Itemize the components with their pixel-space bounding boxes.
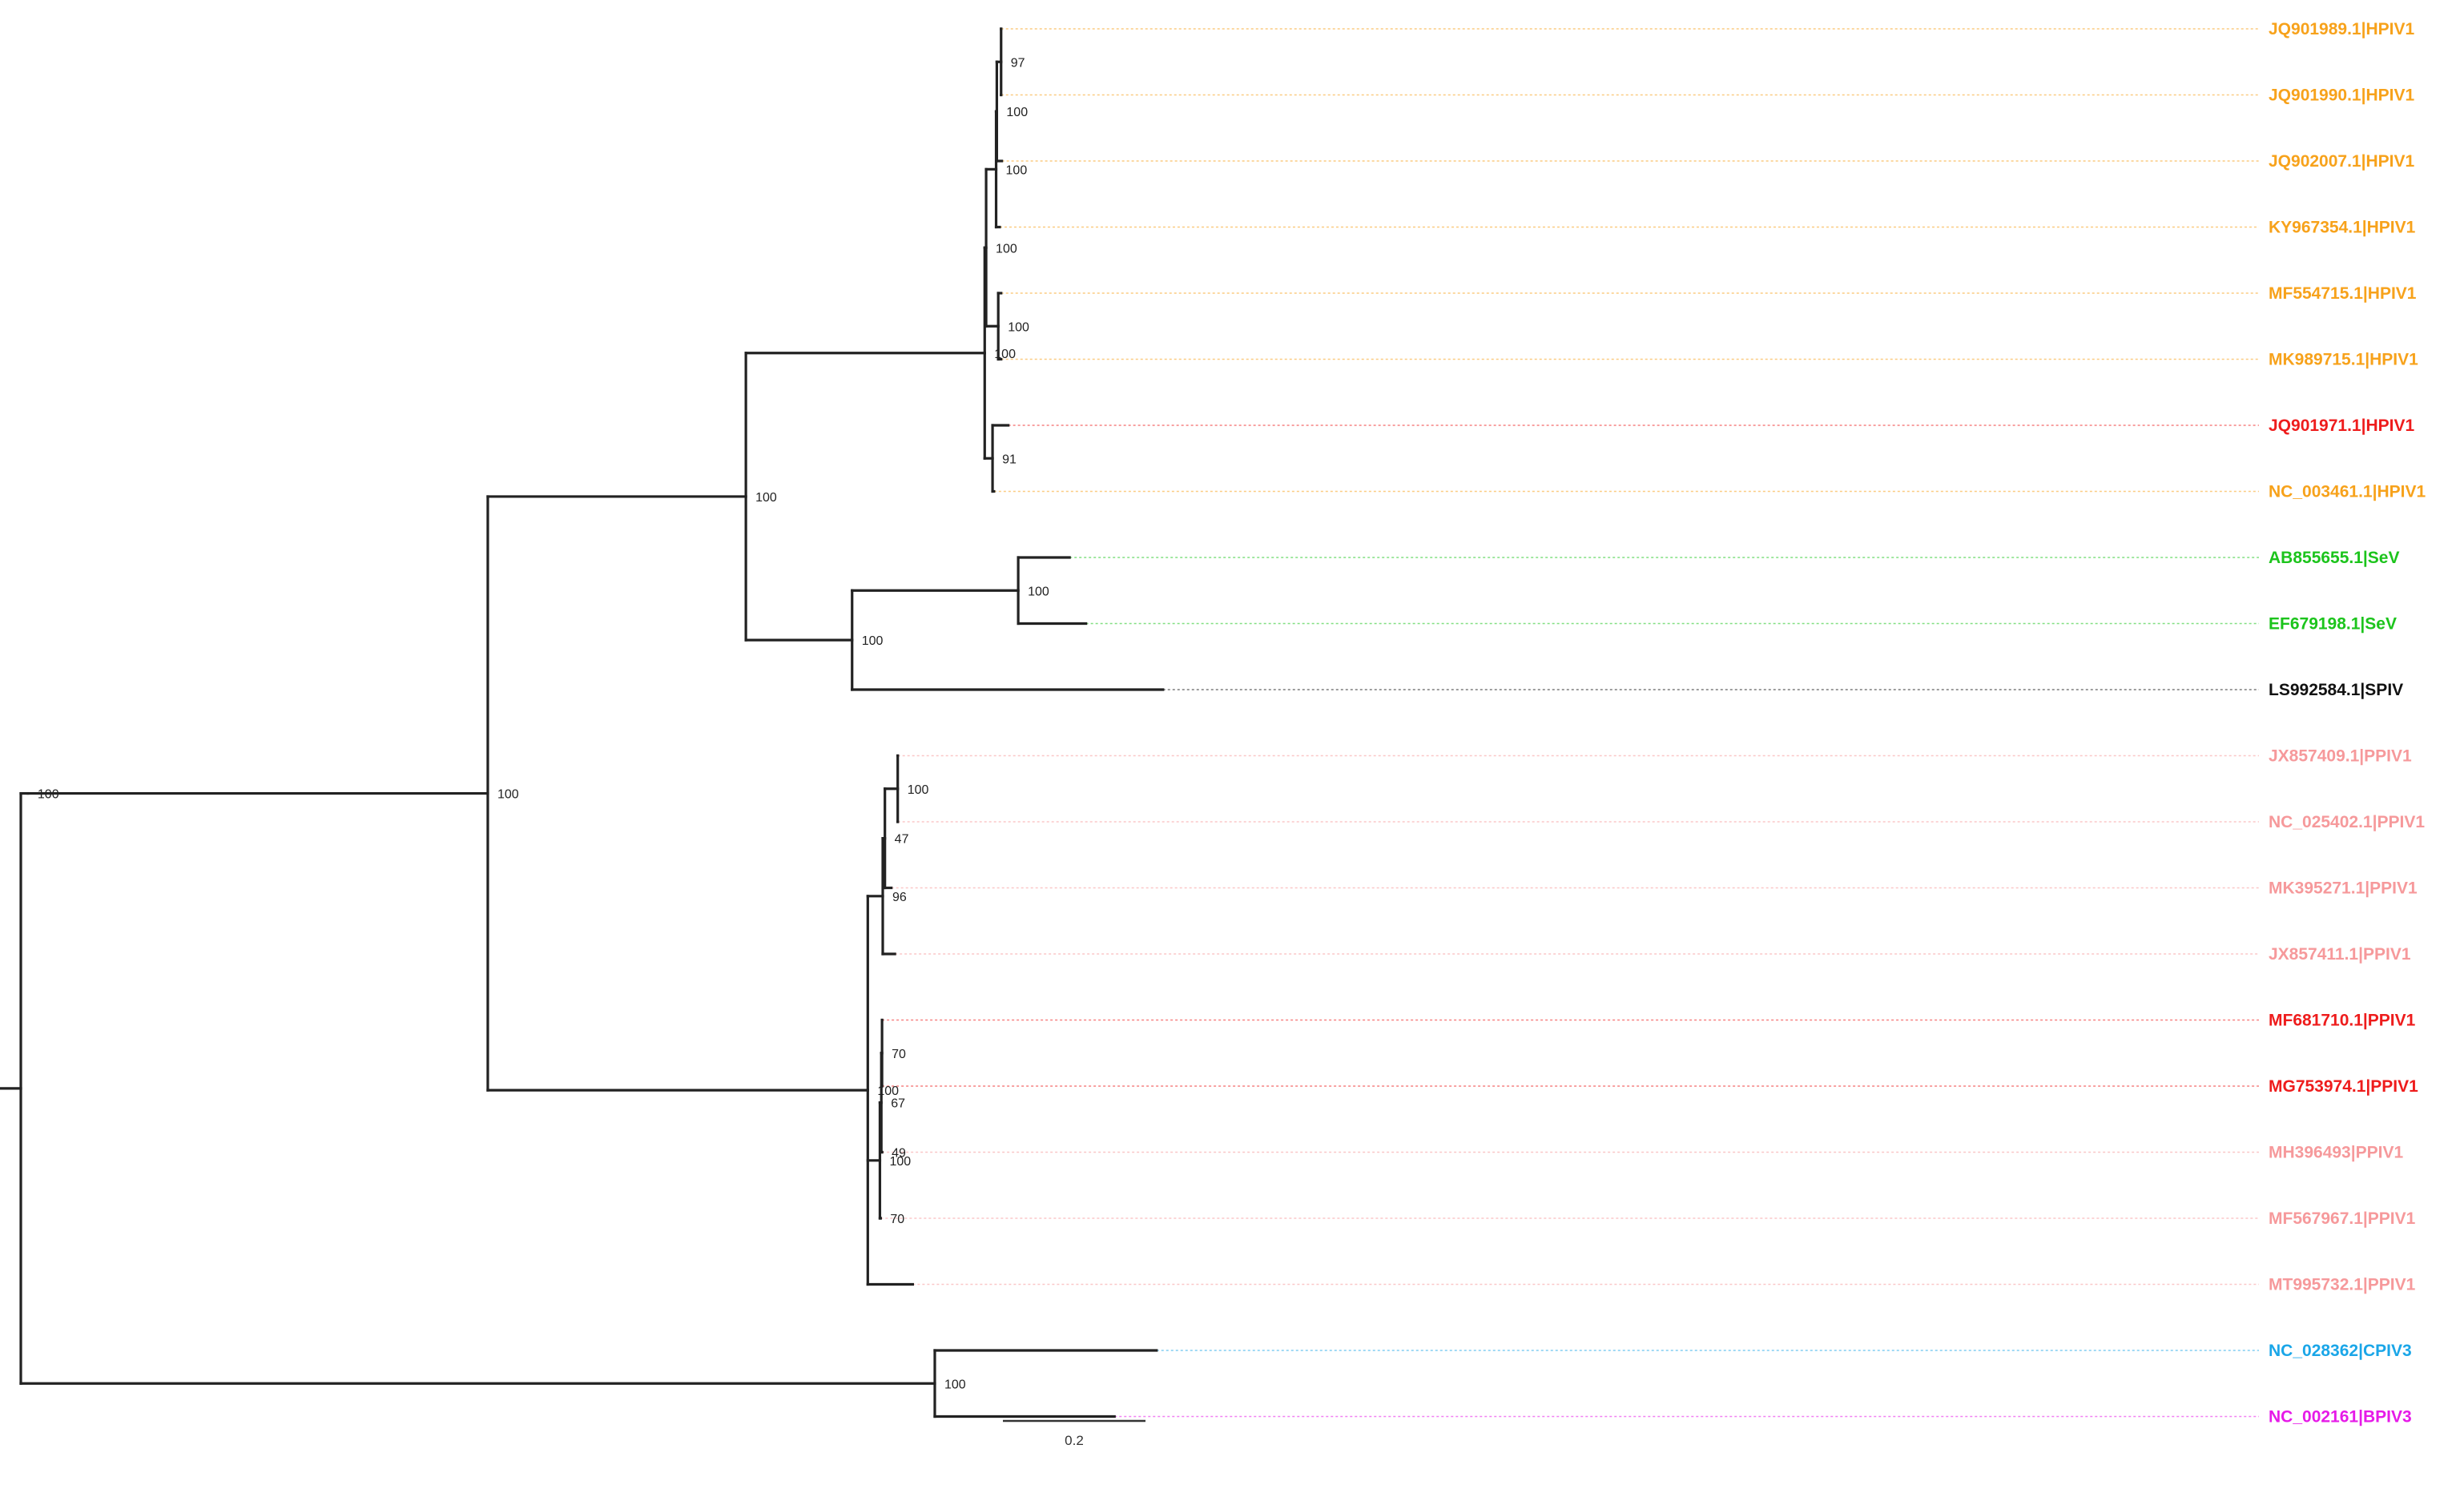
- tip-label: MK395271.1|PPIV1: [2269, 879, 2418, 898]
- support-value: 100: [1028, 585, 1049, 598]
- support-value: 100: [908, 783, 929, 797]
- support-value: 70: [890, 1213, 904, 1226]
- support-value: 100: [1006, 163, 1028, 177]
- tip-label: NC_003461.1|HPIV1: [2269, 483, 2426, 501]
- tip-label: NC_028362|CPIV3: [2269, 1342, 2412, 1360]
- support-value: 100: [877, 1085, 899, 1098]
- tip-label: MH396493|PPIV1: [2269, 1144, 2403, 1162]
- support-value: 91: [1002, 453, 1017, 466]
- tip-labels: JQ901989.1|HPIV1JQ901990.1|HPIV1JQ902007…: [2269, 20, 2426, 1427]
- support-value: 47: [895, 833, 909, 847]
- tip-guide-lines: [880, 28, 2259, 1418]
- tip-label: JQ901989.1|HPIV1: [2269, 20, 2414, 38]
- support-value: 100: [944, 1378, 966, 1391]
- support-value: 100: [1006, 106, 1028, 119]
- tree-branches: [0, 27, 1165, 1419]
- tip-label: JX857409.1|PPIV1: [2269, 747, 2412, 766]
- support-value: 100: [497, 788, 519, 802]
- tip-label: NC_025402.1|PPIV1: [2269, 813, 2425, 831]
- tip-label: MF681710.1|PPIV1: [2269, 1012, 2416, 1030]
- scale-bar-label: 0.2: [1065, 1433, 1084, 1448]
- support-value: 100: [889, 1155, 911, 1169]
- tip-label: LS992584.1|SPIV: [2269, 681, 2403, 699]
- tip-label: MT995732.1|PPIV1: [2269, 1276, 2416, 1294]
- support-values: 100 100 100 100 100 100 100 97 100 91 100 100 100 96 4…: [38, 56, 1049, 1391]
- tip-label: MK989715.1|HPIV1: [2269, 351, 2418, 369]
- tip-label: JX857411.1|PPIV1: [2269, 945, 2411, 964]
- support-value: 100: [996, 242, 1017, 256]
- support-value: 100: [994, 348, 1016, 361]
- support-value: 100: [1008, 320, 1029, 334]
- tip-label: JQ901990.1|HPIV1: [2269, 87, 2414, 105]
- support-value: 100: [755, 491, 777, 505]
- support-value: 96: [892, 891, 907, 904]
- scale-bar: 0.2: [1003, 1419, 1145, 1448]
- support-value: 70: [892, 1048, 906, 1061]
- support-value: 49: [892, 1147, 906, 1161]
- support-value: 100: [862, 634, 884, 648]
- tip-label: KY967354.1|HPIV1: [2269, 219, 2416, 237]
- tip-label: JQ901971.1|HPIV1: [2269, 417, 2414, 435]
- support-value: 67: [891, 1097, 905, 1111]
- tip-label: MG753974.1|PPIV1: [2269, 1077, 2418, 1096]
- tip-label: MF567967.1|PPIV1: [2269, 1209, 2416, 1228]
- support-value: 97: [1011, 56, 1025, 70]
- tip-label: EF679198.1|SeV: [2269, 615, 2397, 634]
- tip-label: AB855655.1|SeV: [2269, 549, 2400, 567]
- support-value: 100: [38, 788, 59, 802]
- tip-label: MF554715.1|HPIV1: [2269, 284, 2417, 303]
- tip-label: JQ902007.1|HPIV1: [2269, 152, 2414, 171]
- tip-label: NC_002161|BPIV3: [2269, 1408, 2412, 1427]
